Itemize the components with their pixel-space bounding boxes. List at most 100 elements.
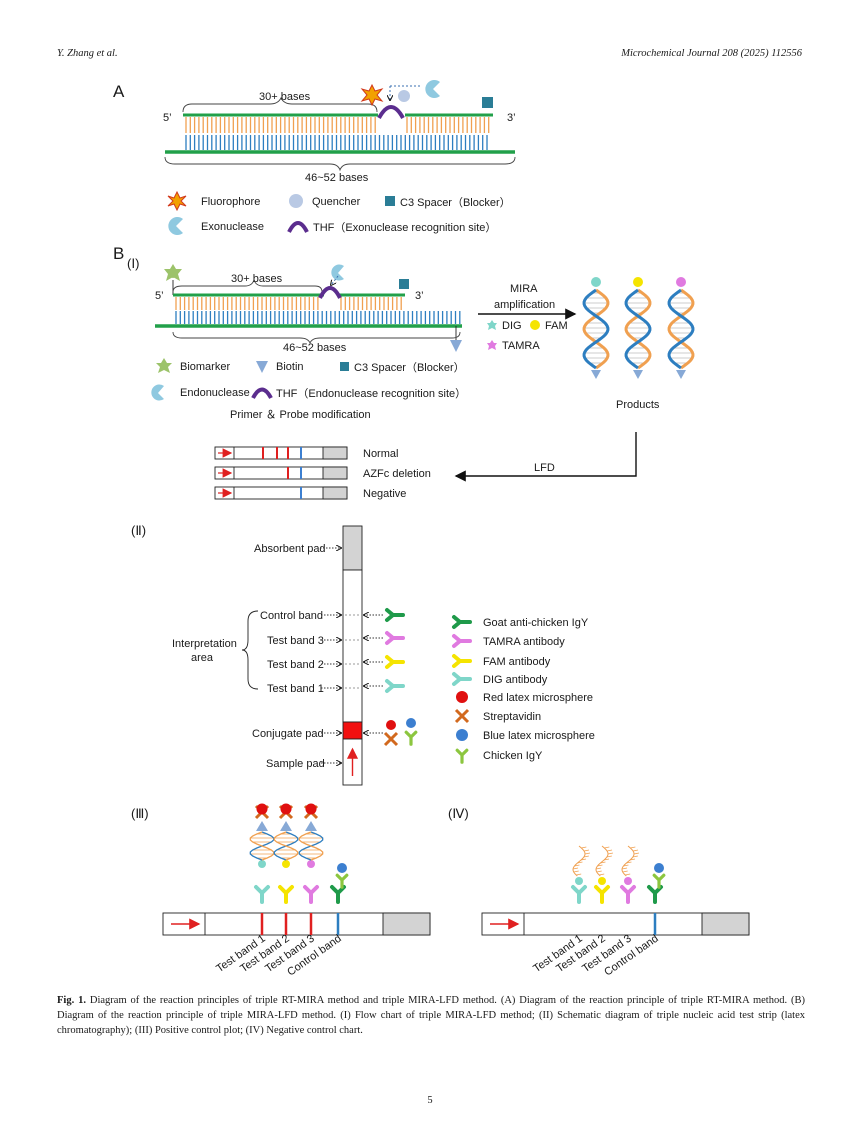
band-dotted-lines — [345, 614, 360, 689]
ssdna-base — [603, 858, 610, 861]
label-sample-pad: Sample pad — [266, 758, 325, 770]
b-top-brace-label: 30+ bases — [231, 273, 283, 285]
helix-strand-orange — [624, 288, 652, 370]
three-prime-label: 3’ — [507, 112, 516, 124]
label-test-band-1: Test band 1 — [267, 683, 324, 695]
blue-latex-icon — [337, 863, 347, 873]
panel-b-i-label: (Ⅰ) — [127, 256, 140, 271]
helix-strand — [249, 831, 275, 861]
legend-quencher: Quencher — [312, 196, 361, 208]
figure-caption: Fig. 1. Diagram of the reaction principl… — [57, 993, 805, 1038]
mira-label-2: amplification — [494, 299, 555, 311]
legend-biotin: Biotin — [276, 361, 304, 373]
absorbent-pad — [342, 525, 363, 571]
b-c3-legend-icon — [340, 362, 349, 371]
panel-b-label: B — [113, 244, 124, 263]
tamra-tag-icon — [487, 340, 497, 350]
ssdna-base — [629, 858, 636, 861]
ssdna-base — [599, 873, 605, 876]
bottom-brace — [164, 156, 516, 172]
red-latex-icon — [256, 803, 268, 815]
exonuclease-legend-icon — [168, 217, 183, 235]
legend-item-6: Blue latex microsphere — [483, 730, 595, 742]
helix-strand-orange — [582, 288, 610, 370]
fluorophore-icon — [360, 83, 384, 107]
legend-exonuclease: Exonuclease — [201, 221, 264, 233]
quencher-icon — [398, 90, 410, 102]
chicken-igy-icon — [652, 873, 666, 889]
panel-ii-label: (Ⅱ) — [131, 523, 146, 538]
target-bases — [185, 135, 488, 150]
ssdna-base — [626, 861, 632, 864]
legend-item-4: Red latex microsphere — [483, 692, 593, 704]
ssdna-base — [574, 864, 580, 867]
b-five-prime-label: 5’ — [155, 290, 164, 302]
goat-anti-chicken-icon — [330, 885, 346, 904]
product-biotin-icon — [633, 370, 643, 379]
ssdna-base — [596, 870, 602, 873]
b-c3-spacer-icon — [399, 279, 409, 289]
thf-legend-icon — [287, 221, 309, 233]
strip-absorbent — [322, 446, 348, 460]
panel-b-i: B (Ⅰ) 5’ 3’ 30+ bases 46~52 bases MIRA a… — [113, 244, 695, 500]
biotin-icon — [280, 821, 292, 831]
running-header-journal: Microchemical Journal 208 (2025) 112556 — [621, 48, 802, 59]
legend-item-7: Chicken IgY — [483, 750, 543, 762]
ssdna-base — [576, 873, 582, 876]
ssdna-base — [583, 855, 589, 858]
legend-fluorophore: Fluorophore — [201, 196, 260, 208]
label-interpretation-area: area — [191, 652, 214, 664]
helix-strand — [298, 831, 324, 861]
red-latex-legend-icon — [456, 691, 468, 703]
mira-label: MIRA — [510, 283, 538, 295]
top-brace-label: 30+ bases — [259, 91, 311, 103]
ssdna-base — [607, 852, 614, 855]
tag-fam: FAM — [545, 320, 568, 332]
legend-item-2: FAM antibody — [483, 656, 551, 668]
label-conjugate-pad: Conjugate pad — [252, 728, 324, 740]
helix-strand-blue — [667, 288, 695, 370]
b-three-prime-label: 3’ — [415, 290, 424, 302]
running-header-authors: Y. Zhang et al. — [57, 48, 118, 59]
panel-iv-label: (Ⅳ) — [448, 806, 469, 821]
probe-bases — [185, 117, 490, 133]
capture-antibody-icon — [254, 885, 270, 904]
goat-anti-chicken-icon — [647, 885, 663, 904]
fluorophore-legend-icon — [167, 190, 187, 212]
panel-a-label: A — [113, 82, 125, 101]
blue-latex-legend-icon — [456, 729, 468, 741]
dig-tag-icon — [487, 320, 497, 330]
helix-strand-blue — [582, 288, 610, 370]
strip-absorbent-pad — [701, 912, 750, 936]
ssdna-base — [621, 867, 628, 870]
capture-antibody-icon — [571, 885, 587, 904]
capture-antibody-icon — [303, 885, 319, 904]
ssdna-base — [633, 852, 640, 855]
strip-label-negative: Negative — [363, 488, 406, 500]
red-latex-icon — [305, 803, 317, 815]
legend-item-0: Goat anti-chicken IgY — [483, 617, 589, 629]
ssdna-base — [597, 864, 603, 867]
product-tag-icon — [591, 277, 601, 287]
ssdna-base — [632, 855, 638, 858]
ssdna-base — [581, 846, 587, 849]
ssdna-base — [595, 867, 602, 870]
streptavidin-legend-icon — [454, 708, 470, 724]
ssdna-base — [606, 849, 613, 852]
band-antibody-icon — [385, 679, 405, 693]
biomarker-icon — [164, 264, 182, 281]
c3-spacer-icon — [482, 97, 493, 108]
lfd-arrow — [454, 432, 637, 482]
label-test-band-3: Test band 3 — [267, 635, 324, 647]
figure-1: A 5’ 3’ 30+ bases 46~52 bases — [113, 80, 750, 979]
biomarker-legend-icon — [156, 358, 172, 373]
red-latex-icon — [386, 720, 396, 730]
label-interpretation: Interpretation — [172, 638, 237, 650]
products-label: Products — [616, 399, 660, 411]
legend-biomarker: Biomarker — [180, 361, 230, 373]
tamra-antibody-icon — [452, 634, 472, 648]
